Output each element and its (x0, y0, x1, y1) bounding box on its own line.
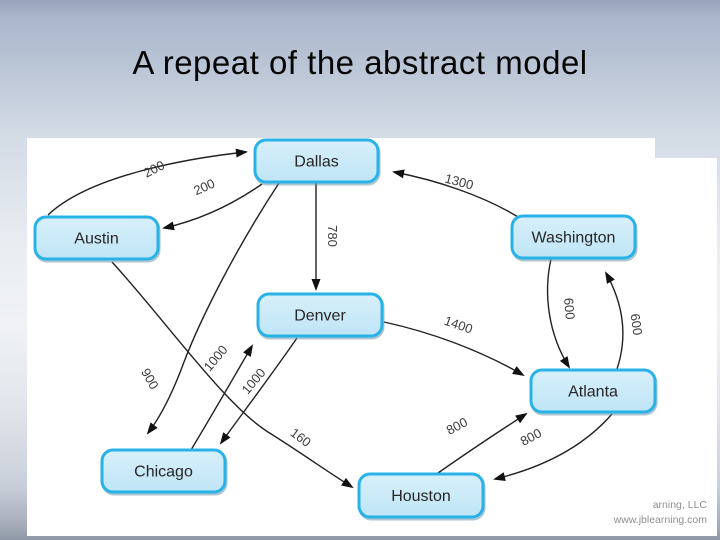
diagram-panel-right-strip (655, 158, 717, 536)
edge-weight-washington-atlanta: 600 (561, 297, 578, 320)
attribution-line-2: www.jblearning.com (613, 513, 707, 526)
edge-austin-dallas (47, 148, 248, 216)
edge-austin-houston (111, 261, 354, 489)
edge-houston-atlanta (437, 412, 528, 474)
node-box (510, 214, 637, 260)
edge-weight-atlanta-houston: 800 (518, 425, 544, 448)
node-label: Denver (294, 308, 346, 325)
edge-denver-atlanta (383, 321, 525, 377)
node-label: Houston (391, 488, 451, 505)
edge-weight-chicago-denver: 1000 (201, 342, 231, 374)
node-label: Atlanta (568, 384, 618, 401)
edge-washington-dallas (392, 169, 519, 218)
edge-weight-houston-atlanta: 800 (444, 414, 470, 437)
edge-washington-atlanta (546, 258, 571, 369)
edge-atlanta-houston (493, 413, 613, 482)
edge-weight-austin-dallas: 200 (141, 157, 167, 180)
edge-weight-atlanta-washington: 600 (628, 313, 646, 337)
node-label: Dallas (294, 154, 338, 171)
node-box (33, 215, 160, 261)
node-box (529, 368, 657, 414)
graph-node-chicago: Chicago (100, 448, 227, 494)
node-label: Austin (74, 231, 118, 248)
graph-node-dallas: Dallas (253, 138, 380, 184)
edge-weight-denver-atlanta: 1400 (442, 313, 474, 337)
node-box (357, 472, 485, 519)
edge-dallas-austin (162, 183, 263, 231)
publisher-attribution: arning, LLC www.jblearning.com (614, 498, 707, 528)
node-box (100, 448, 227, 494)
edge-weight-austin-houston: 160 (288, 425, 314, 450)
graph-node-houston: Houston (357, 472, 485, 519)
edge-dallas-chicago (146, 182, 280, 435)
edge-weight-dallas-denver: 780 (325, 225, 340, 247)
graph-node-denver: Denver (256, 292, 384, 338)
edge-weight-washington-dallas: 1300 (443, 171, 475, 193)
node-label: Washington (532, 230, 616, 247)
edge-weight-dallas-chicago: 900 (138, 366, 162, 392)
node-label: Chicago (134, 464, 193, 481)
edge-weight-denver-chicago: 1000 (239, 365, 269, 397)
edge-weight-dallas-austin: 200 (191, 176, 217, 199)
edge-chicago-denver (190, 344, 254, 451)
node-box (256, 292, 384, 338)
graph-node-washington: Washington (510, 214, 637, 260)
attribution-line-1: arning, LLC (652, 498, 707, 511)
page-title: A repeat of the abstract model (132, 44, 588, 81)
edge-atlanta-washington (605, 271, 624, 370)
edge-denver-chicago (219, 337, 298, 445)
graph-node-austin: Austin (33, 215, 160, 261)
graph-node-atlanta: Atlanta (529, 368, 657, 414)
node-box (253, 138, 380, 184)
